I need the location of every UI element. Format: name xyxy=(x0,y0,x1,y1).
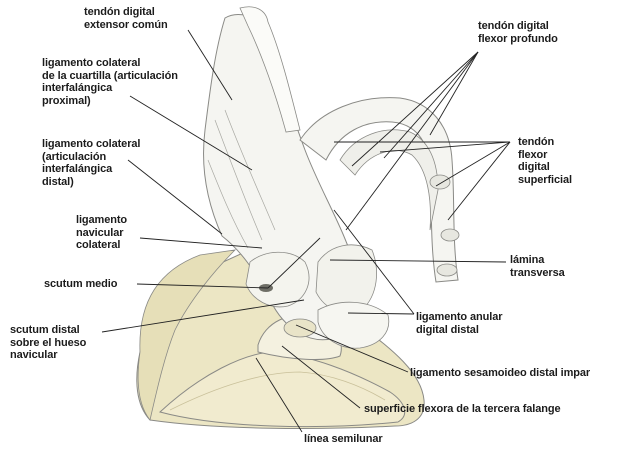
label-lig-colateral-distal: ligamento colateral (articulación interf… xyxy=(42,138,140,188)
label-lig-anular: ligamento anular digital distal xyxy=(416,311,502,336)
label-superficie-flexora: superficie flexora de la tercera falange xyxy=(364,403,561,416)
deep-flexor xyxy=(340,130,438,230)
label-flexor-superficial: tendón flexor digital superficial xyxy=(518,136,572,186)
label-lig-colateral-cuartilla: ligamento colateral de la cuartilla (art… xyxy=(42,57,178,107)
label-linea-semilunar: línea semilunar xyxy=(304,433,383,446)
cut-end-1 xyxy=(430,175,450,189)
label-lamina: lámina transversa xyxy=(510,254,565,279)
leader-profundo-3 xyxy=(430,52,478,135)
cut-end-2 xyxy=(441,229,459,241)
label-extensor: tendón digital extensor común xyxy=(84,6,168,31)
label-lig-sesamoideo: ligamento sesamoideo distal impar xyxy=(410,367,590,380)
label-scutum-distal: scutum distal sobre el hueso navicular xyxy=(10,324,86,362)
label-scutum-medio: scutum medio xyxy=(44,278,117,291)
label-lig-navicular: ligamento navicular colateral xyxy=(76,214,127,252)
label-flexor-profundo: tendón digital flexor profundo xyxy=(478,20,558,45)
leader-superficial-4 xyxy=(448,142,510,220)
navicular-bone xyxy=(284,319,316,337)
cut-end-3 xyxy=(437,264,457,276)
